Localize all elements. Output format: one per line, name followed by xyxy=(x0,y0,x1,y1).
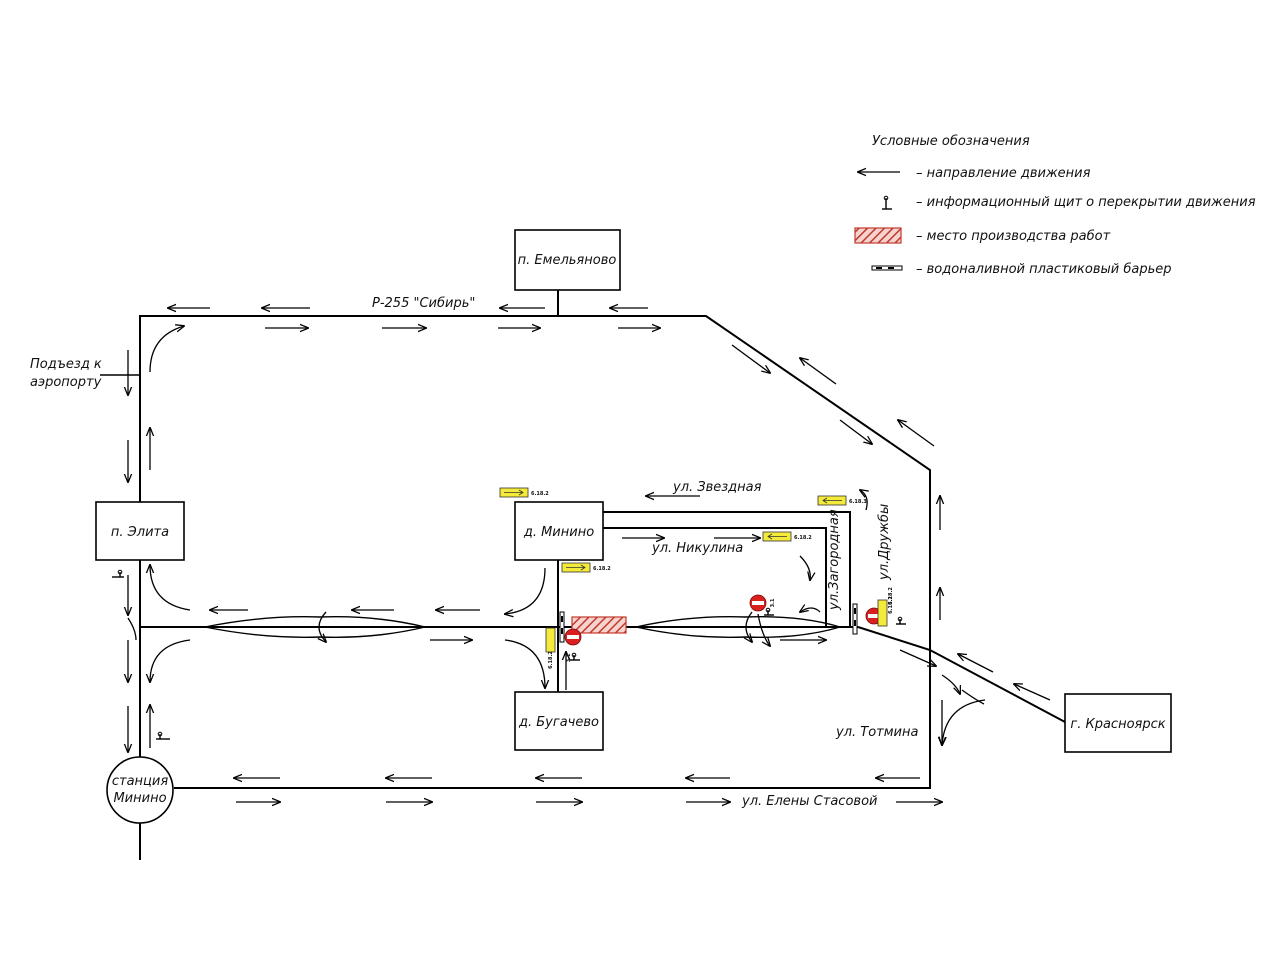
place-minino-village: д. Минино xyxy=(514,501,604,561)
place-bugachevo-label: д. Бугачево xyxy=(518,715,599,730)
road-r255 xyxy=(139,315,931,860)
place-elita: п. Элита xyxy=(95,501,185,561)
svg-text:6.18.3: 6.18.3 xyxy=(849,499,867,505)
legend: Условные обозначения – направление движе… xyxy=(854,134,1256,277)
water-barrier-icon xyxy=(871,265,903,271)
legend-item-2: – информационный щит о перекрытии движен… xyxy=(916,195,1256,210)
detour-sign-icon: 6.18.2 xyxy=(762,531,812,542)
place-krasnoyarsk: г. Красноярск xyxy=(1064,693,1172,753)
svg-text:6.18.2: 6.18.2 xyxy=(548,651,554,669)
water-barrier-icon xyxy=(852,603,858,635)
place-krasnoyarsk-label: г. Красноярск xyxy=(1070,717,1165,732)
info-board-icon xyxy=(896,616,906,625)
road-network xyxy=(100,290,1066,860)
place-bugachevo: д. Бугачево xyxy=(514,691,604,751)
legend-item-4: – водоналивной пластиковый барьер xyxy=(916,262,1172,277)
svg-text:6.18.2: 6.18.2 xyxy=(593,566,611,572)
sign-code: 3.1 xyxy=(566,653,572,662)
road-zvezdnaya xyxy=(602,511,851,627)
work-zone-icon xyxy=(571,616,627,634)
road-stasovoy xyxy=(174,650,931,789)
info-board-icon xyxy=(156,731,170,740)
detour-sign-icon: 6.18.2 xyxy=(545,627,556,669)
legend-item-3: – место производства работ xyxy=(916,229,1111,244)
info-board-icon xyxy=(764,607,774,616)
label-zvezdnaya: ул. Звездная xyxy=(672,480,762,495)
label-airport-2: аэропорту xyxy=(30,375,102,390)
svg-text:6.18.2: 6.18.2 xyxy=(794,535,812,541)
label-druzhby: ул.Дружбы xyxy=(877,504,892,581)
svg-text:6.18.2: 6.18.2 xyxy=(888,596,894,614)
road-nikulina xyxy=(602,527,827,627)
svg-text:6.18.2: 6.18.2 xyxy=(531,491,549,497)
label-airport-1: Подъезд к xyxy=(30,357,102,372)
sign-code: 3.1 xyxy=(770,598,776,607)
detour-sign-icon: 6.18.2 xyxy=(877,596,894,627)
place-emelyanovo-label: п. Емельяново xyxy=(518,253,617,268)
label-nikulina: ул. Никулина xyxy=(651,541,743,556)
place-emelyanovo: п. Емельяново xyxy=(514,229,621,291)
detour-sign-icon: 6.18.3 xyxy=(817,495,867,506)
station-label-line1: станция xyxy=(112,774,168,789)
road-labels: Р-255 "Сибирь" Подъезд к аэропорту ул. З… xyxy=(30,296,918,809)
sign-code: 6.18.2 xyxy=(888,587,894,605)
water-barrier-icon xyxy=(559,611,565,643)
direction-arrows xyxy=(128,308,1051,802)
work-zone-icon xyxy=(854,227,902,244)
legend-item-1: – направление движения xyxy=(916,166,1091,181)
detour-sign-icon: 6.18.2 xyxy=(499,487,549,498)
no-entry-sign-icon: 3.1 xyxy=(564,628,582,662)
label-stasovoy: ул. Елены Стасовой xyxy=(741,794,877,809)
no-entry-sign-icon: 3.1 xyxy=(749,594,776,612)
place-station-minino: станция Минино xyxy=(106,756,174,824)
place-elita-label: п. Элита xyxy=(111,525,169,540)
info-board-icon xyxy=(882,195,892,210)
detour-sign-icon: 6.18.2 xyxy=(561,562,611,573)
place-minino-label: д. Минино xyxy=(523,525,594,540)
station-label-line2: Минино xyxy=(113,791,166,806)
info-board-icon xyxy=(112,569,124,578)
legend-title: Условные обозначения xyxy=(872,134,1030,149)
label-zagorodnaya: ул.Загородная xyxy=(827,509,842,611)
label-r255: Р-255 "Сибирь" xyxy=(372,296,475,311)
label-totmina: ул. Тотмина xyxy=(835,725,918,740)
info-board-icon xyxy=(570,652,580,661)
